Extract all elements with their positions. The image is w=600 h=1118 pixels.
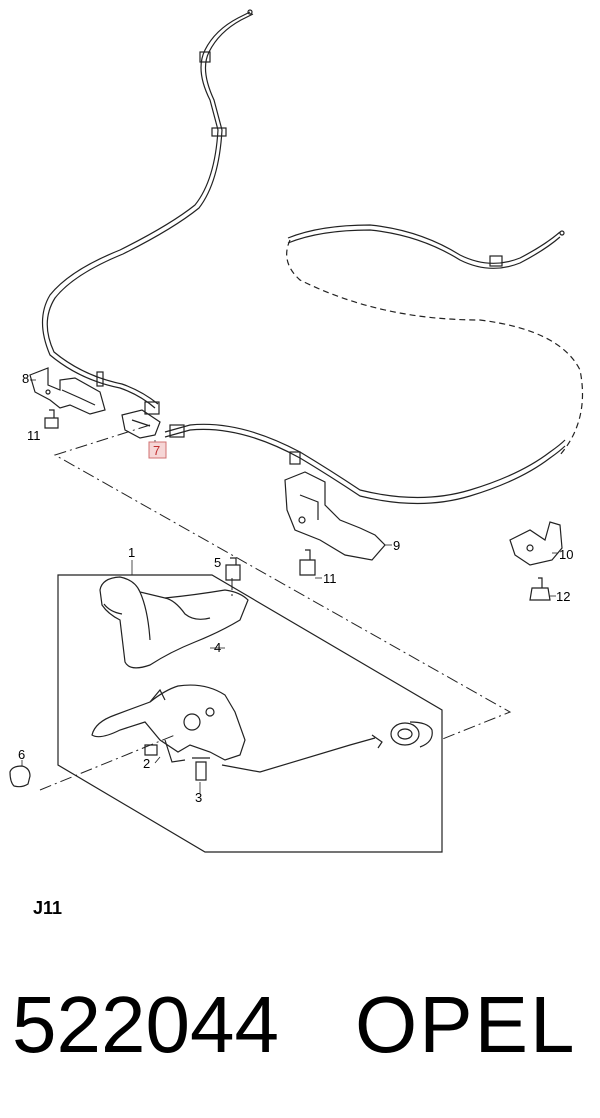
handbrake-lever	[91, 684, 246, 763]
callout-3: 3	[195, 790, 202, 805]
assembly-frame	[57, 574, 443, 853]
bracket-9	[284, 471, 386, 561]
bolt-11-right	[299, 549, 316, 576]
callout-12: 12	[556, 589, 570, 604]
bolt-12	[529, 577, 551, 601]
callout-11-left: 11	[27, 428, 41, 443]
callout-6: 6	[18, 747, 25, 762]
callout-8: 8	[22, 371, 29, 386]
screw-5	[225, 557, 241, 581]
guide-lines	[39, 424, 512, 791]
callout-7-highlight[interactable]: 7	[148, 441, 167, 459]
bracket-10	[509, 521, 563, 566]
callout-5: 5	[214, 555, 221, 570]
callout-4: 4	[214, 640, 221, 655]
brand-name: OPEL	[355, 980, 577, 1069]
adjusting-rod	[221, 734, 383, 773]
callout-9: 9	[393, 538, 400, 553]
parking-brake-exploded-diagram: 1 2 3 4 5 6 7 8 9 10 11 11 12	[9, 9, 584, 853]
callout-7: 7	[153, 443, 160, 458]
bolt-11-left	[44, 409, 59, 429]
bolt-3	[192, 757, 210, 781]
diagram-code: J11	[33, 898, 63, 918]
left-rear-cable	[41, 9, 254, 415]
right-rear-cable	[287, 224, 565, 269]
part-number: 522044	[12, 980, 279, 1069]
bracket-8	[29, 367, 106, 415]
footer-caption: 522044 OPEL	[12, 975, 600, 1075]
callout-10: 10	[559, 547, 573, 562]
grommet	[390, 721, 433, 748]
front-cable	[164, 423, 566, 505]
cable-clip-7	[121, 409, 161, 439]
callout-1: 1	[128, 545, 135, 560]
cap-6	[9, 765, 31, 788]
screw-2	[144, 744, 158, 756]
callout-11-right: 11	[323, 571, 337, 586]
callout-2: 2	[143, 756, 150, 771]
right-cable-dashed-route	[286, 239, 584, 456]
console-cover-4	[99, 576, 249, 669]
